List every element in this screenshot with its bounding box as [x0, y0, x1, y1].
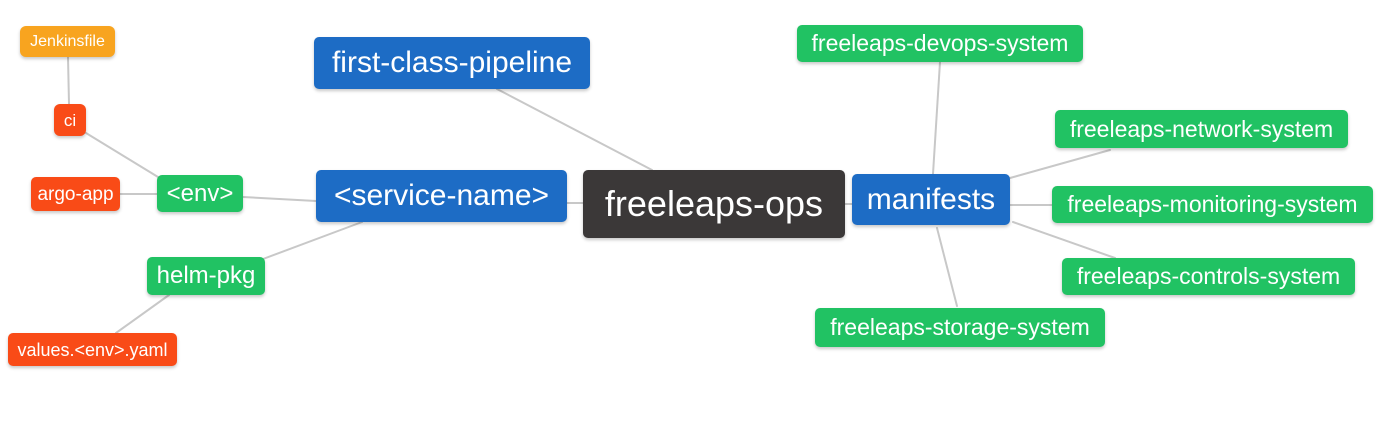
edge-manifests-network: [1009, 149, 1111, 179]
edge-manifests-devops: [932, 61, 941, 175]
node-first-class-pipeline[interactable]: first-class-pipeline: [314, 37, 590, 89]
edge-manifests-storage: [936, 227, 958, 307]
edge-ci-env: [85, 132, 159, 178]
node-network-system[interactable]: freeleaps-network-system: [1055, 110, 1348, 148]
node-values-env-yaml[interactable]: values.<env>.yaml: [8, 333, 177, 366]
node-monitoring-system[interactable]: freeleaps-monitoring-system: [1052, 186, 1373, 223]
edge-jenkinsfile-ci: [67, 56, 70, 105]
node-manifests[interactable]: manifests: [852, 174, 1010, 225]
node-argo-app[interactable]: argo-app: [31, 177, 120, 211]
node-jenkinsfile[interactable]: Jenkinsfile: [20, 26, 115, 57]
node-env[interactable]: <env>: [157, 175, 243, 212]
node-service-name[interactable]: <service-name>: [316, 170, 567, 222]
node-controls-system[interactable]: freeleaps-controls-system: [1062, 258, 1355, 295]
node-devops-system[interactable]: freeleaps-devops-system: [797, 25, 1083, 62]
edge-env-service-name: [242, 196, 317, 202]
node-freeleaps-ops-root[interactable]: freeleaps-ops: [583, 170, 845, 238]
edge-pipeline-root: [496, 88, 653, 171]
node-storage-system[interactable]: freeleaps-storage-system: [815, 308, 1105, 347]
node-helm-pkg[interactable]: helm-pkg: [147, 257, 265, 295]
edge-helm-pkg-values: [115, 294, 170, 334]
node-ci[interactable]: ci: [54, 104, 86, 136]
edge-helm-pkg-service-name: [262, 221, 363, 260]
edge-manifests-controls: [1012, 221, 1116, 259]
